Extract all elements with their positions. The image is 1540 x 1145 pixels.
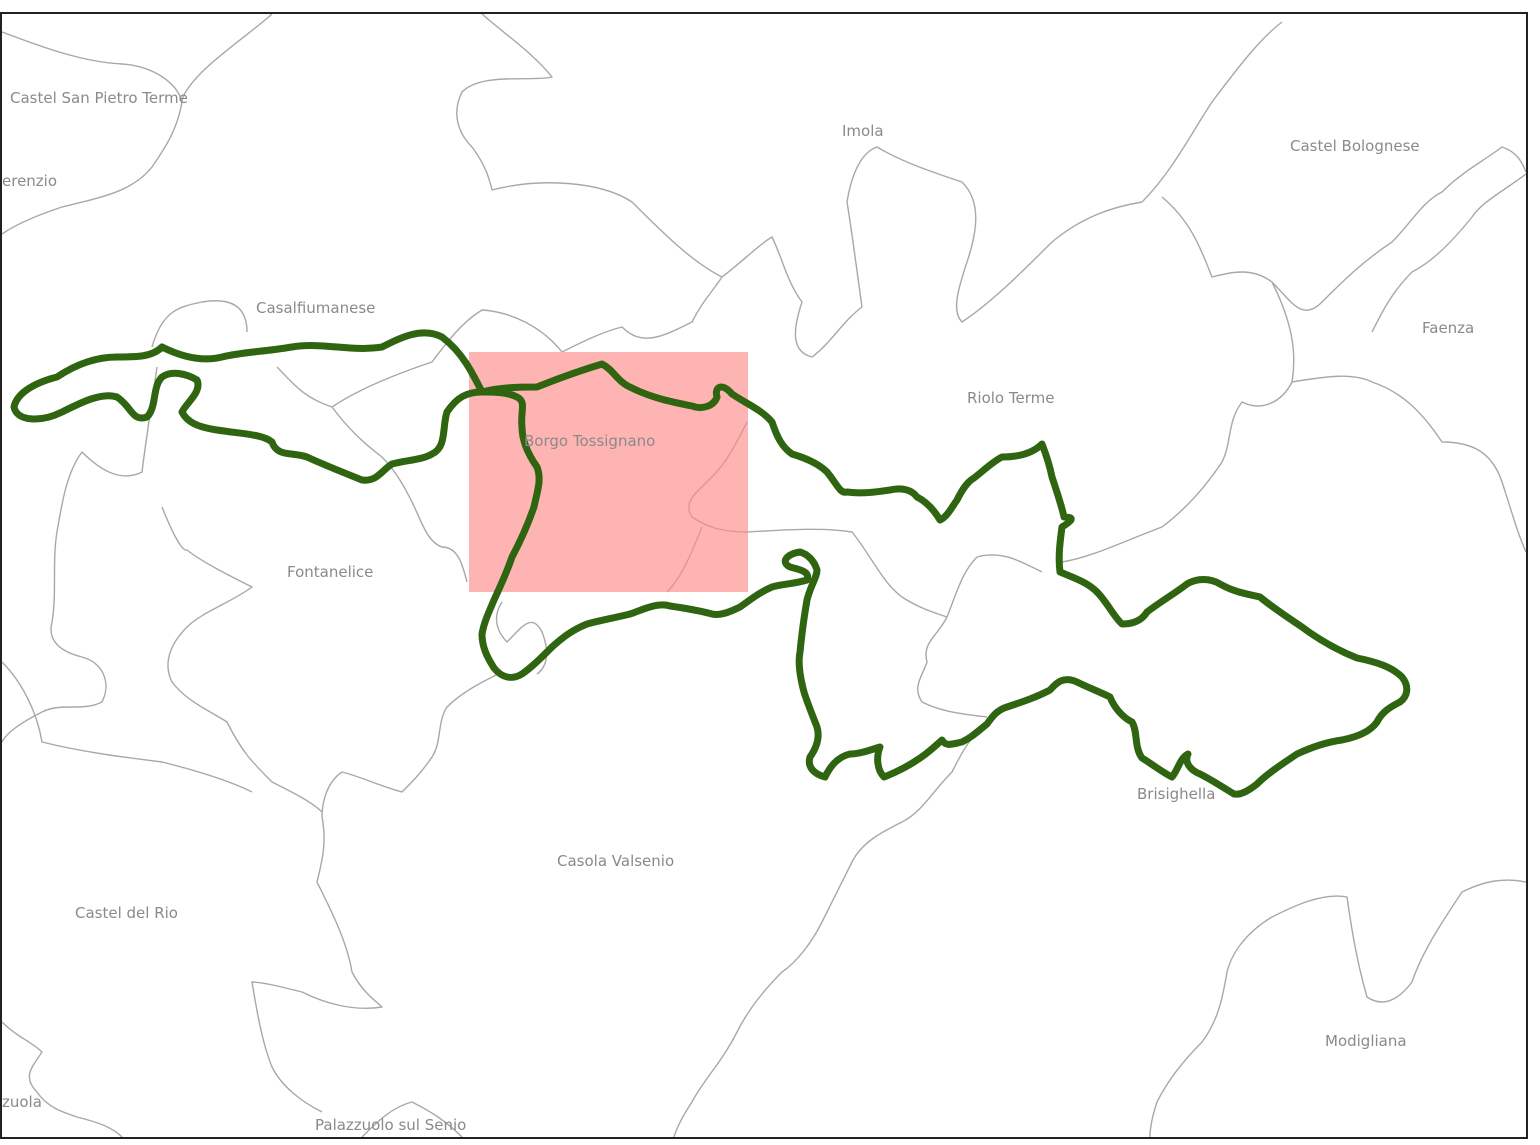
boundary-line — [673, 721, 993, 1137]
boundary-line — [2, 31, 183, 235]
place-labels: Castel San Pietro Terme erenzio Imola Ca… — [2, 89, 1474, 1134]
label-fontanelice: Fontanelice — [287, 563, 373, 581]
label-casola-valsenio: Casola Valsenio — [557, 852, 674, 870]
label-san-lorenzo-partial: erenzio — [2, 172, 57, 190]
boundary-line — [1161, 146, 1526, 311]
label-faenza: Faenza — [1422, 319, 1474, 337]
label-imola: Imola — [842, 122, 884, 140]
label-casalfiumanese: Casalfiumanese — [256, 299, 375, 317]
map-frame[interactable]: Castel San Pietro Terme erenzio Imola Ca… — [0, 12, 1528, 1139]
label-borgo-tossignano: Borgo Tossignano — [524, 432, 655, 450]
boundary-line — [1271, 281, 1526, 553]
label-firenzuola-partial: zuola — [2, 1093, 42, 1111]
map-canvas[interactable]: Castel San Pietro Terme erenzio Imola Ca… — [2, 14, 1526, 1137]
label-riolo-terme: Riolo Terme — [967, 389, 1054, 407]
boundary-line — [151, 300, 248, 348]
boundary-line — [251, 671, 503, 1113]
label-brisighella: Brisighella — [1137, 785, 1215, 803]
label-palazzuolo-sul-senio: Palazzuolo sul Senio — [315, 1116, 466, 1134]
boundary-line — [917, 616, 988, 718]
label-castel-del-rio: Castel del Rio — [75, 904, 178, 922]
boundary-line — [1061, 381, 1293, 563]
route-track[interactable] — [10, 329, 1411, 798]
boundary-line — [2, 366, 158, 743]
label-modigliana: Modigliana — [1325, 1032, 1407, 1050]
label-castel-bolognese: Castel Bolognese — [1290, 137, 1420, 155]
boundary-line — [331, 309, 563, 408]
boundary-line — [361, 1101, 463, 1137]
boundary-line — [161, 506, 323, 813]
boundary-line — [946, 554, 1043, 618]
municipal-boundaries — [2, 14, 1526, 1137]
boundary-line — [1149, 879, 1526, 1137]
boundary-line — [2, 1021, 123, 1137]
boundary-line — [1371, 173, 1526, 333]
boundary-line — [181, 14, 273, 103]
boundary-line — [2, 661, 253, 793]
boundary-line — [561, 276, 723, 353]
boundary-line — [276, 366, 468, 583]
boundary-line — [456, 14, 723, 278]
label-castel-san-pietro-terme: Castel San Pietro Terme — [10, 89, 188, 107]
boundary-line — [721, 21, 1283, 358]
boundary-line — [495, 601, 548, 675]
